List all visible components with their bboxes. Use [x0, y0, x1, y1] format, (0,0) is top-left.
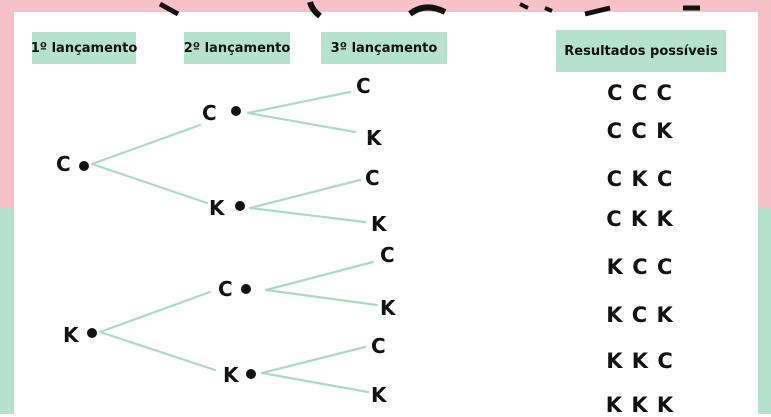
node-level3: C — [380, 243, 395, 267]
result-item: K C C — [606, 255, 674, 279]
result-item: K C K — [606, 303, 674, 327]
result-item: K K K — [605, 393, 675, 417]
node-level1: K — [63, 323, 79, 347]
result-item: C K K — [606, 207, 674, 231]
node-level2: K — [209, 196, 225, 220]
result-item: C K C — [606, 167, 674, 191]
node-level3: K — [371, 212, 387, 236]
header-second-toss: 2º lançamento — [184, 32, 290, 64]
result-item: C C K — [606, 119, 674, 143]
header-possible-results: Resultados possíveis — [556, 30, 726, 72]
node-dot — [87, 328, 97, 338]
node-level3: K — [366, 126, 382, 150]
result-item: C C C — [607, 81, 673, 105]
node-dot — [79, 161, 89, 171]
node-level3: K — [371, 383, 387, 407]
node-dot — [231, 106, 241, 116]
node-level3: C — [356, 74, 371, 98]
node-dot — [235, 201, 245, 211]
result-item: K K C — [606, 349, 674, 373]
node-dot — [246, 369, 256, 379]
node-level2: C — [218, 277, 233, 301]
node-level1: C — [56, 152, 71, 176]
node-level3: C — [365, 166, 380, 190]
header-first-toss: 1º lançamento — [31, 32, 137, 64]
node-dot — [241, 284, 251, 294]
node-level2: C — [202, 101, 217, 125]
node-level2: K — [223, 363, 239, 387]
node-level3: C — [371, 334, 386, 358]
node-level3: K — [380, 296, 396, 320]
card — [14, 12, 758, 414]
header-third-toss: 3º lançamento — [321, 32, 447, 64]
decorative-arcs — [158, 1, 700, 19]
